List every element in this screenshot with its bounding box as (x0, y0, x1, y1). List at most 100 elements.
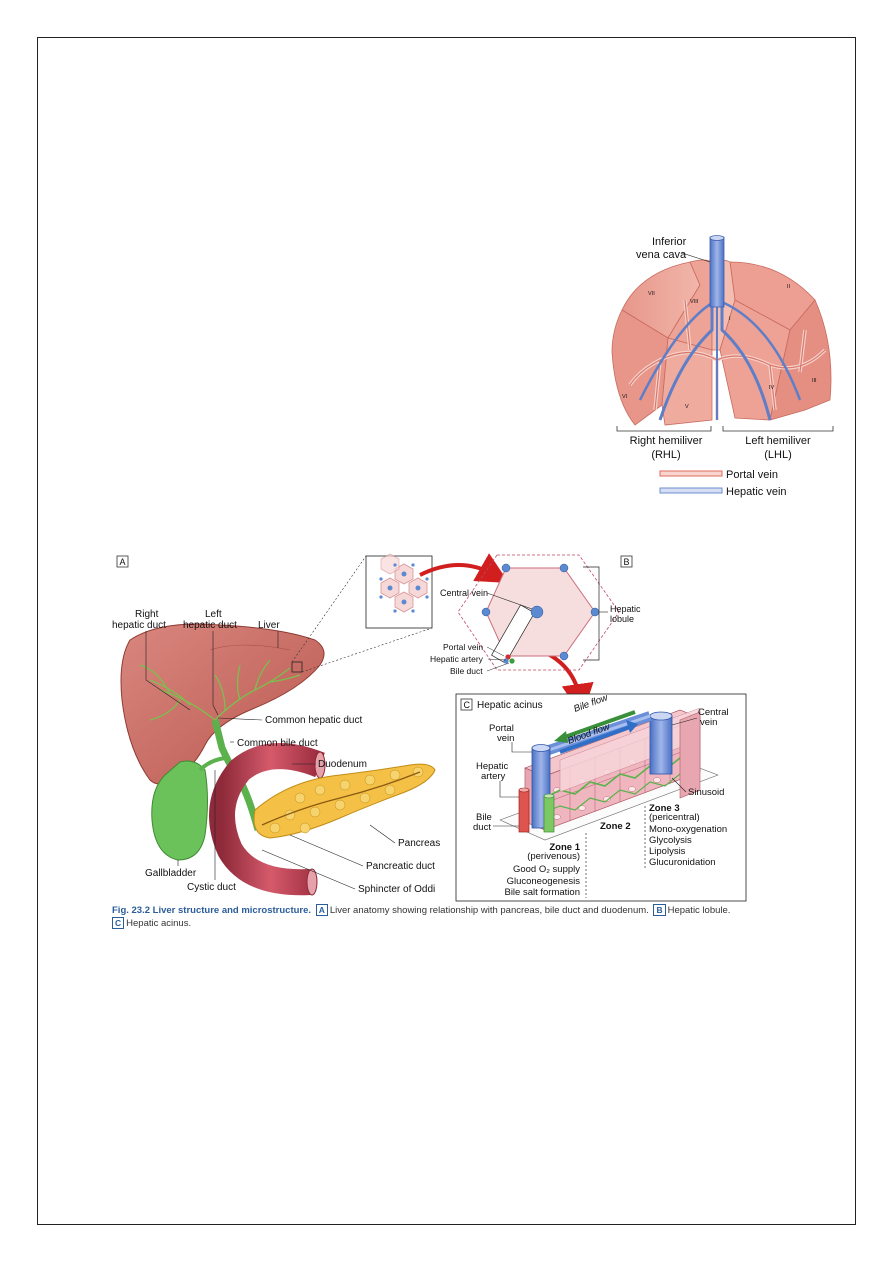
legend-label-portal: Portal vein (726, 469, 778, 481)
svg-text:Inferior: Inferior (652, 236, 687, 248)
hemiliver-brackets (616, 426, 834, 432)
zone1-text: Zone 1 (perivenous) Good O₂ supply Gluco… (504, 842, 580, 898)
page-frame (37, 37, 856, 1225)
central-vein-label-c-2: vein (700, 717, 717, 728)
zoom-arrow-2 (539, 648, 594, 716)
ivc-label: Inferior vena cava (636, 236, 711, 263)
segment-label: V (685, 404, 689, 410)
hepatic-artery-label-c-2: artery (481, 771, 506, 782)
svg-text:Mono-oxygenation: Mono-oxygenation (649, 824, 727, 835)
pancreas-lobules (269, 766, 424, 834)
liver-segments-diagram (611, 235, 832, 426)
svg-text:Glucuronidation: Glucuronidation (649, 857, 716, 868)
caption-text-a: Liver anatomy showing relationship with … (329, 905, 649, 916)
zoom-marker (291, 661, 303, 673)
liver-label: Liver (258, 620, 280, 631)
svg-text:Bile salt formation: Bile salt formation (504, 887, 580, 898)
zone3-text: Zone 3 (pericentral) Mono-oxygenation Gl… (649, 803, 727, 868)
zone2-label: Zone 2 (600, 821, 631, 832)
bile-duct-label-c-2: duct (473, 822, 491, 833)
left-hemiliver-abbr: (LHL) (764, 449, 792, 461)
hepatic-lobule-diagram (457, 554, 620, 671)
zoom-arrow-1 (419, 553, 509, 583)
svg-text:Good O₂ supply: Good O₂ supply (513, 864, 580, 875)
common-hepatic-duct-label: Common hepatic duct (265, 715, 362, 726)
blood-flow-arrow (559, 720, 638, 754)
lobule-inset (365, 553, 433, 629)
segment-label: VI (622, 394, 628, 400)
panel-a-leader-lines (145, 631, 396, 890)
pancreas-shape (253, 763, 436, 839)
hepatic-lobule-label: Hepatic (610, 604, 641, 614)
sphincter-label: Sphincter of Oddi (358, 884, 435, 895)
portal-vein-label-c: Portal (489, 723, 514, 734)
svg-text:Glycolysis: Glycolysis (649, 835, 692, 846)
caption-tag-a: A (315, 904, 328, 916)
pancreatic-duct-label: Pancreatic duct (366, 861, 435, 872)
svg-text:A: A (120, 557, 126, 567)
legend-swatch-hepatic (659, 487, 723, 494)
segment-label: III (812, 378, 817, 384)
svg-text:B: B (624, 557, 630, 567)
central-vein-label: Central vein (440, 588, 488, 598)
svg-text:(perivenous): (perivenous) (527, 851, 580, 862)
svg-text:vena cava: vena cava (636, 249, 687, 261)
hepatic-artery-label-c: Hepatic (476, 761, 508, 772)
left-hemiliver-label: Left hemiliver (745, 435, 811, 447)
caption-tag-c: C (112, 917, 125, 929)
caption-title: Liver structure and microstructure. (152, 905, 312, 916)
panel-c-leader-lines (493, 717, 698, 827)
svg-text:Zone 3: Zone 3 (649, 803, 680, 814)
caption-text-b: Hepatic lobule. (667, 905, 731, 916)
gallbladder-label: Gallbladder (145, 868, 197, 879)
segment-label: II (787, 284, 791, 290)
bile-duct-label-b: Bile duct (450, 666, 483, 676)
portal-vein-label-c-2: vein (497, 733, 514, 744)
svg-text:Zone 1: Zone 1 (549, 842, 580, 853)
hepatic-artery-label-b: Hepatic artery (430, 654, 484, 664)
pancreas-label: Pancreas (398, 838, 440, 849)
right-hemiliver-label: Right hemiliver (630, 435, 703, 447)
segment-labels: VII VIII II I VI V IV III (622, 284, 817, 410)
bile-duct-label-c: Bile (476, 812, 492, 823)
segment-label: IV (769, 385, 775, 391)
common-bile-duct-label: Common bile duct (237, 738, 318, 749)
bile-flow-arrow (554, 710, 636, 743)
left-hepatic-duct-label-2: hepatic duct (183, 620, 237, 631)
svg-text:C: C (464, 700, 471, 710)
acinus-illustration (499, 707, 719, 841)
panel-a-tag: A (116, 555, 129, 568)
liver-illustration (120, 623, 325, 785)
duodenum-shape (209, 743, 325, 896)
caption-text-c: Hepatic acinus. (126, 918, 192, 929)
panel-c-title: Hepatic acinus (477, 700, 543, 711)
caption-tag-b: B (653, 904, 666, 916)
panel-b-tag: B (620, 555, 633, 568)
duodenum-label: Duodenum (318, 759, 367, 770)
pancreatic-duct-shape (261, 771, 421, 826)
zoom-lines (291, 555, 433, 673)
figure-caption: Fig. 23.2 Liver structure and microstruc… (112, 904, 762, 930)
legend-swatch-portal (659, 470, 723, 477)
caption-fig-number: Fig. 23.2 (112, 905, 151, 916)
portal-vein-label-b: Portal vein (443, 642, 483, 652)
panel-c-tag: C (460, 698, 473, 711)
svg-text:(pericentral): (pericentral) (649, 812, 700, 823)
right-hepatic-duct-label-2: hepatic duct (112, 620, 166, 631)
sinusoid-label: Sinusoid (688, 787, 724, 798)
segment-label: VIII (690, 299, 699, 305)
legend-label-hepatic: Hepatic vein (726, 486, 787, 498)
left-hepatic-duct-label: Left (205, 609, 222, 620)
svg-text:Lipolysis: Lipolysis (649, 846, 686, 857)
segment-label: VII (648, 291, 655, 297)
svg-text:Gluconeogenesis: Gluconeogenesis (507, 876, 581, 887)
segments-legend: Portal vein Hepatic vein (659, 469, 787, 498)
segment-label: I (729, 316, 731, 322)
cystic-duct-label: Cystic duct (187, 882, 236, 893)
right-hemiliver-abbr: (RHL) (651, 449, 680, 461)
central-vein-label-c: Central (698, 707, 729, 718)
biliary-tree (139, 659, 301, 721)
hepatic-lobule-label-2: lobule (610, 614, 634, 624)
right-hepatic-duct-label: Right (135, 609, 159, 620)
